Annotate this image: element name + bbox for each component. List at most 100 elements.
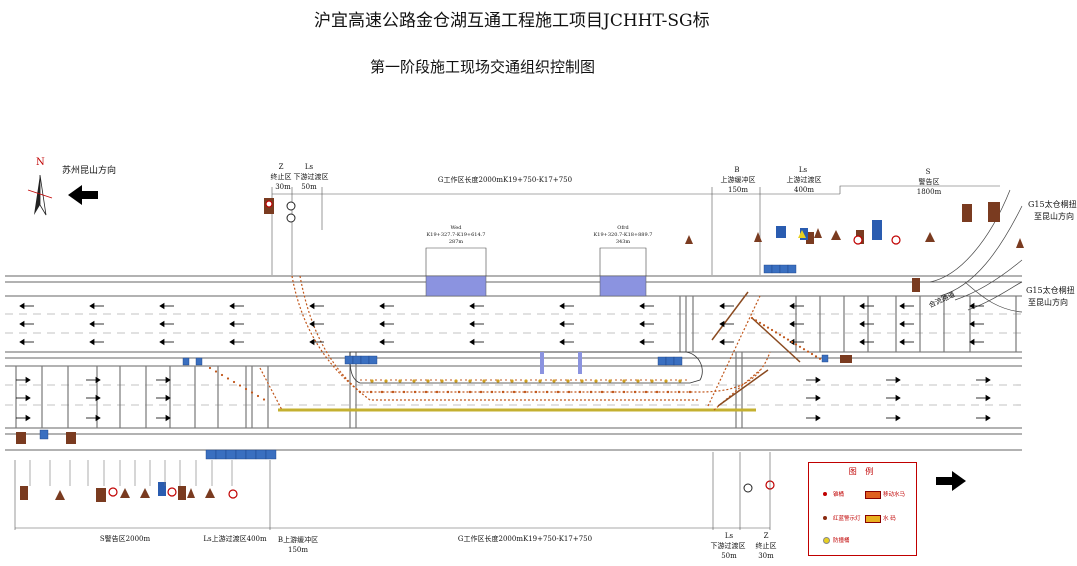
westbound-lane-arrow-icon	[379, 320, 394, 328]
cone-marker	[589, 390, 593, 394]
cone-marker	[778, 333, 782, 336]
cone-marker	[232, 380, 236, 384]
cone-marker	[512, 390, 516, 394]
zone-ls2-length: 400m	[794, 186, 814, 194]
bottom-zone-ls-name: 下游过渡区	[710, 542, 746, 550]
westbound-lane-arrow-icon	[469, 302, 484, 310]
water-horse-legend-icon	[865, 515, 881, 523]
cone-marker	[594, 379, 598, 383]
legend-item-warning-light: 红蓝警示灯	[833, 516, 861, 522]
westbound-lane-arrow-icon	[859, 320, 874, 328]
cone-marker	[580, 379, 584, 383]
bottom-zone-z-letter: Z	[763, 532, 769, 540]
cone-marker	[666, 390, 670, 394]
westbound-lane-arrow-icon	[719, 320, 734, 328]
water-barrier-legend-icon	[865, 491, 881, 499]
zone-z-letter: Z	[278, 163, 284, 171]
cone-marker	[566, 379, 570, 383]
cone-marker	[782, 336, 786, 339]
zone-ls-name: 下游过渡区	[293, 173, 329, 181]
bottom-zone-b-name: B上游缓冲区	[277, 536, 319, 544]
cone-marker	[664, 379, 668, 383]
eastbound-lane-arrow-icon	[16, 394, 31, 402]
cone-marker	[256, 394, 260, 398]
cone-marker	[622, 390, 626, 394]
westbound-lane-arrow-icon	[229, 302, 244, 310]
westbound-lane-arrow-icon	[899, 338, 914, 346]
westbound-lane-arrow-icon	[229, 338, 244, 346]
zone-s-length: 1800m	[916, 188, 942, 196]
bottom-zone-z-length: 30m	[758, 552, 774, 560]
cone-marker	[468, 390, 472, 394]
work-box-2-line2: K19+320.7-K18+889.7	[593, 232, 653, 238]
cone-marker	[501, 390, 505, 394]
work-box-2-line1: Ofrd	[617, 225, 629, 231]
westbound-lane-arrow-icon	[969, 320, 984, 328]
cone-legend-icon	[823, 492, 827, 496]
cone-marker	[398, 379, 402, 383]
cone-marker	[380, 390, 384, 394]
north-arrow-icon	[27, 174, 53, 216]
zone-ls2-letter: Ls	[798, 166, 808, 174]
westbound-lane-arrow-icon	[89, 320, 104, 328]
eastbound-lane-arrow-icon	[16, 376, 31, 384]
cone-marker	[762, 324, 766, 327]
left-direction-arrow-icon	[68, 185, 98, 205]
cone-marker	[262, 398, 266, 401]
cone-marker	[611, 390, 615, 394]
work-box-1-line2: K19+327.7-K19+614.7	[426, 232, 486, 238]
cone-marker	[798, 345, 802, 348]
cone-marker	[766, 326, 770, 329]
direction-label-right-top-2: 至昆山方向	[1034, 212, 1074, 221]
eastbound-lane-arrow-icon	[886, 394, 901, 402]
cone-marker	[678, 379, 682, 383]
cone-marker	[490, 390, 494, 394]
cone-marker	[523, 390, 527, 394]
eastbound-lane-arrow-icon	[976, 394, 991, 402]
westbound-lane-arrow-icon	[719, 338, 734, 346]
westbound-lane-arrow-icon	[859, 302, 874, 310]
cone-marker	[810, 352, 814, 356]
bottom-zone-ls: Ls上游过渡区400m	[203, 535, 267, 543]
zone-z-length: 30m	[275, 183, 291, 191]
cone-marker	[358, 390, 362, 394]
cone-marker	[655, 390, 659, 394]
direction-label-left: 苏州昆山方向	[62, 166, 117, 176]
eastbound-lane-arrow-icon	[156, 376, 171, 384]
cone-marker	[510, 379, 514, 383]
cone-marker	[786, 338, 790, 341]
westbound-lane-arrow-icon	[639, 302, 654, 310]
north-label: N	[36, 157, 45, 168]
title-block: 沪宜高速公路金仓湖互通工程施工项目JCHHT-SG标 第一阶段施工现场交通组织控…	[0, 0, 1068, 90]
cone-marker	[814, 355, 818, 358]
zone-ls-letter: Ls	[304, 163, 314, 171]
cone-marker	[650, 379, 654, 383]
eastbound-lane-arrow-icon	[86, 414, 101, 422]
direction-label-right-mid-2: 至昆山方向	[1028, 298, 1068, 307]
westbound-lane-arrow-icon	[19, 338, 34, 346]
cone-marker	[622, 379, 626, 383]
cone-marker	[446, 390, 450, 394]
zone-s-letter: S	[925, 168, 931, 176]
cone-marker	[457, 390, 461, 394]
cone-marker	[545, 390, 549, 394]
westbound-lane-arrow-icon	[899, 320, 914, 328]
eastbound-lane-arrow-icon	[886, 376, 901, 384]
westbound-lane-arrow-icon	[309, 320, 324, 328]
bottom-zone-g: G工作区长度2000mK19+750-K17+750	[457, 535, 593, 543]
cone-marker	[794, 343, 798, 346]
cone-marker	[754, 319, 758, 322]
bottom-zone-b-length: 150m	[288, 546, 308, 554]
cone-marker	[413, 390, 417, 394]
cone-marker	[556, 390, 560, 394]
zone-ls2-name: 上游过渡区	[786, 176, 822, 184]
legend-item-cone: 锥桶	[833, 492, 845, 498]
drawing-title: 沪宜高速公路金仓湖互通工程施工项目JCHHT-SG标	[314, 11, 710, 31]
work-box-1-line3: 287m	[448, 239, 464, 245]
cone-marker	[633, 390, 637, 394]
cone-marker	[250, 391, 254, 394]
bottom-zone-s: S警告区2000m	[99, 535, 151, 543]
westbound-lane-arrow-icon	[639, 338, 654, 346]
zone-b-length: 150m	[728, 186, 748, 194]
cone-marker	[600, 390, 604, 394]
